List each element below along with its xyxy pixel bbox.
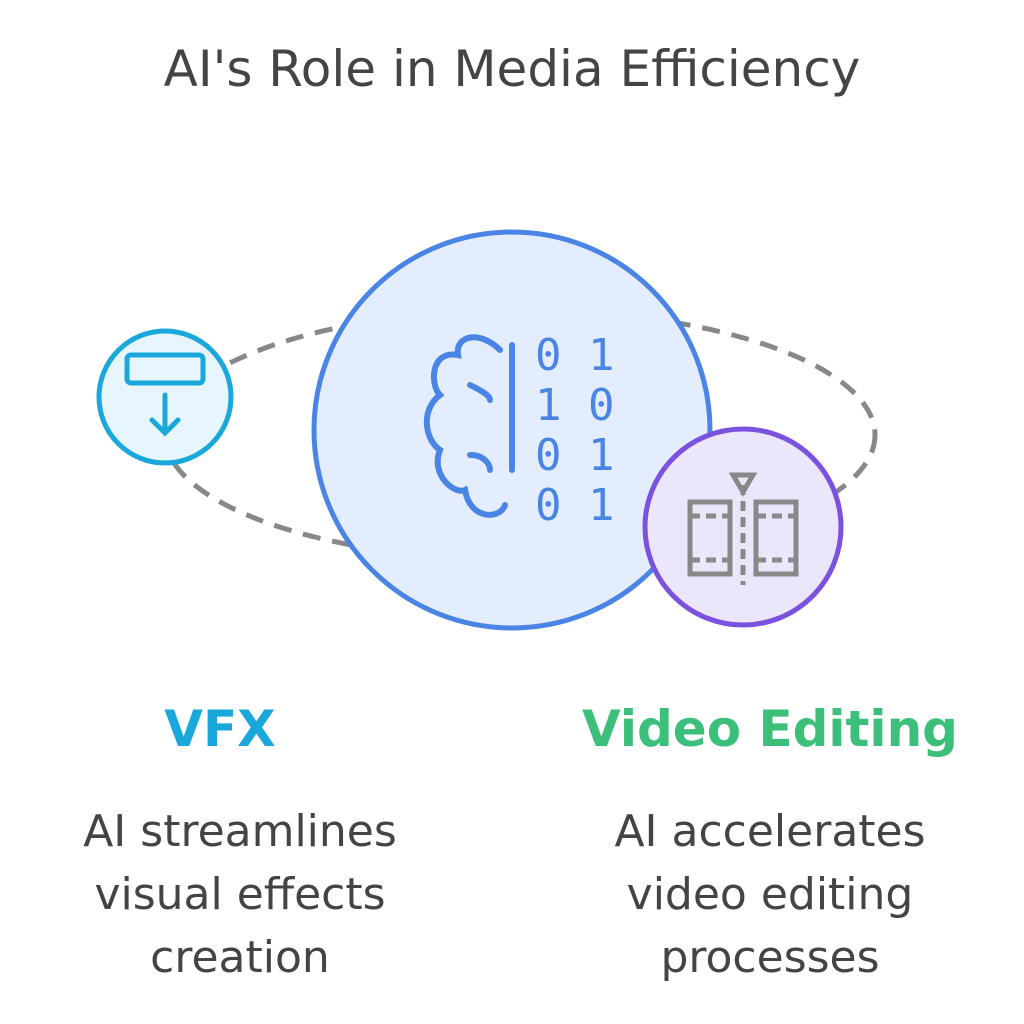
video-editing-description: AI accelerates video editing processes — [614, 806, 926, 983]
svg-text:0 1: 0 1 — [535, 330, 614, 381]
svg-text:0 1: 0 1 — [535, 430, 614, 481]
film-cut-icon — [687, 472, 799, 585]
page-title: AI's Role in Media Efficiency — [163, 40, 861, 98]
svg-text:0 1: 0 1 — [535, 480, 614, 531]
download-icon — [124, 352, 206, 437]
svg-text:1 0: 1 0 — [535, 380, 614, 431]
vfx-heading: VFX — [164, 700, 276, 758]
brain-icon: 0 1 1 0 0 1 0 1 — [423, 330, 614, 531]
vfx-description: AI streamlines visual effects creation — [83, 806, 397, 983]
video-editing-heading: Video Editing — [582, 700, 958, 758]
